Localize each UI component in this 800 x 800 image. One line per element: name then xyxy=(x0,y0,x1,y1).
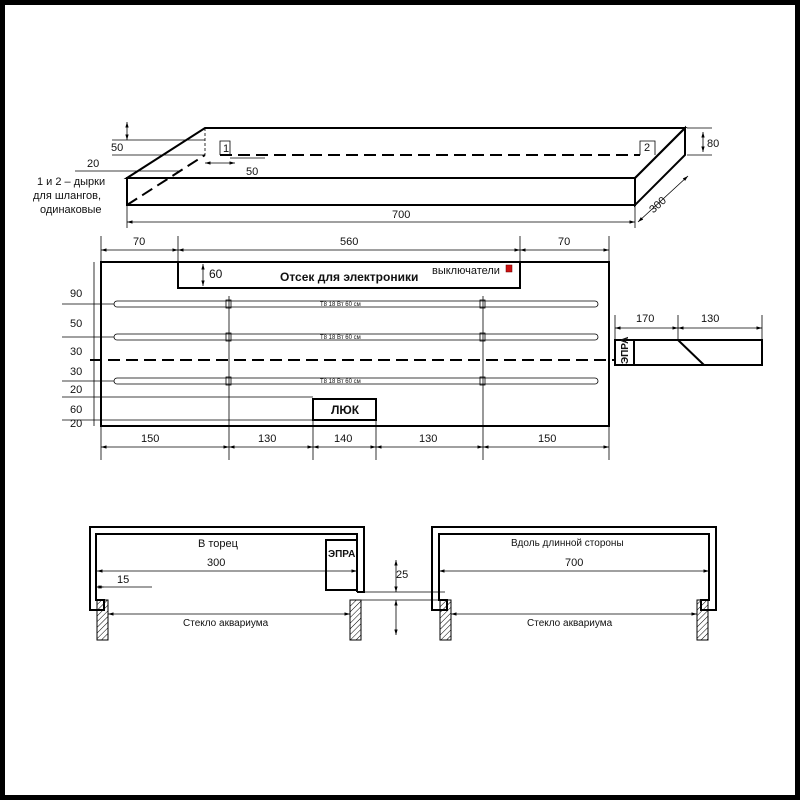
tube-1: T8 18 Вт 60 см xyxy=(113,300,599,308)
switches-label: выключатели xyxy=(432,265,500,277)
tube-label: T8 18 Вт 60 см xyxy=(320,379,361,385)
left-dim-1: 90 xyxy=(70,288,82,300)
left-dim-3: 30 xyxy=(70,346,82,358)
compartment-dim: 60 xyxy=(209,267,223,281)
tube-3: T8 18 Вт 60 см xyxy=(113,377,599,385)
section-long-title: Вдоль длинной стороны xyxy=(511,538,624,549)
electronics-compartment xyxy=(177,261,521,289)
hole-2 xyxy=(639,140,656,155)
left-dim-7: 20 xyxy=(70,418,82,430)
tube-label: T8 18 Вт 60 см xyxy=(320,335,361,341)
compartment-label: Отсек для электроники xyxy=(280,270,418,284)
section-long-width: 700 xyxy=(565,557,583,569)
dim-depth: 300 xyxy=(647,195,669,216)
glass-right xyxy=(349,599,362,641)
left-dim-2: 50 xyxy=(70,318,82,330)
section-long-glass: Стекло аквариума xyxy=(527,618,613,629)
note-line-2: для шлангов, xyxy=(33,190,101,202)
hole-1 xyxy=(219,140,231,155)
hole-1-label: 1 xyxy=(223,143,229,155)
section-end-width: 300 xyxy=(207,557,225,569)
dim-length: 700 xyxy=(392,209,410,221)
bottom-dim-3: 140 xyxy=(334,433,352,445)
section-end-glass: Стекло аквариума xyxy=(183,618,269,629)
glass-right xyxy=(696,599,709,641)
lid-side-face xyxy=(634,125,686,208)
section-gap: 25 xyxy=(396,569,408,581)
bottom-dim-4: 130 xyxy=(419,433,437,445)
tube-holders xyxy=(225,299,486,386)
top-dim-2: 560 xyxy=(340,236,358,248)
dim-height: 80 xyxy=(707,138,719,150)
hatch-label: ЛЮК xyxy=(331,403,360,417)
dim-hole-h: 20 xyxy=(87,158,99,170)
epra-label: ЭПРА xyxy=(620,337,631,364)
section-long-view: Вдоль длинной стороны 700 Стекло аквариу… xyxy=(431,526,717,641)
glass-left xyxy=(96,599,109,641)
left-dim-6: 60 xyxy=(70,404,82,416)
epra-dim-2: 130 xyxy=(701,313,719,325)
isometric-view: 1 2 50 20 50 1 и 2 – дырки для шлангов, … xyxy=(33,122,719,228)
top-dim-3: 70 xyxy=(558,236,570,248)
dim-hole-v: 50 xyxy=(111,142,123,154)
note-line-1: 1 и 2 – дырки xyxy=(37,176,105,188)
plan-view: 60 Отсек для электроники выключатели 70 … xyxy=(62,236,614,460)
bottom-dim-2: 130 xyxy=(258,433,276,445)
epra-view: ЭПРА 170 130 xyxy=(614,313,763,366)
drawing-sheet: 1 2 50 20 50 1 и 2 – дырки для шлангов, … xyxy=(5,5,795,795)
hidden-edge xyxy=(126,154,206,206)
note-line-3: одинаковые xyxy=(40,204,102,216)
epra-dim-1: 170 xyxy=(636,313,654,325)
tube-2: T8 18 Вт 60 см xyxy=(113,333,599,341)
left-dim-5: 20 xyxy=(70,384,82,396)
tube-label: T8 18 Вт 60 см xyxy=(320,302,361,308)
section-epra-label: ЭПРА xyxy=(328,549,355,560)
section-end-view: ЭПРА В торец 300 15 Стекло аквариума 25 xyxy=(89,526,445,641)
hatch[interactable] xyxy=(312,398,377,421)
switch-icon[interactable] xyxy=(505,264,513,273)
dim-hole-dist: 50 xyxy=(246,166,258,178)
epra-block xyxy=(325,539,358,591)
lid-top-face xyxy=(123,127,688,179)
section-end-title: В торец xyxy=(198,538,239,550)
section-end-lip: 15 xyxy=(117,574,129,586)
top-dim-1: 70 xyxy=(133,236,145,248)
left-dim-4: 30 xyxy=(70,366,82,378)
lid-front-face xyxy=(126,177,636,206)
glass-left xyxy=(439,599,452,641)
bottom-dim-5: 150 xyxy=(538,433,556,445)
hole-2-label: 2 xyxy=(644,142,650,154)
epra-box xyxy=(614,339,763,366)
bottom-dim-1: 150 xyxy=(141,433,159,445)
